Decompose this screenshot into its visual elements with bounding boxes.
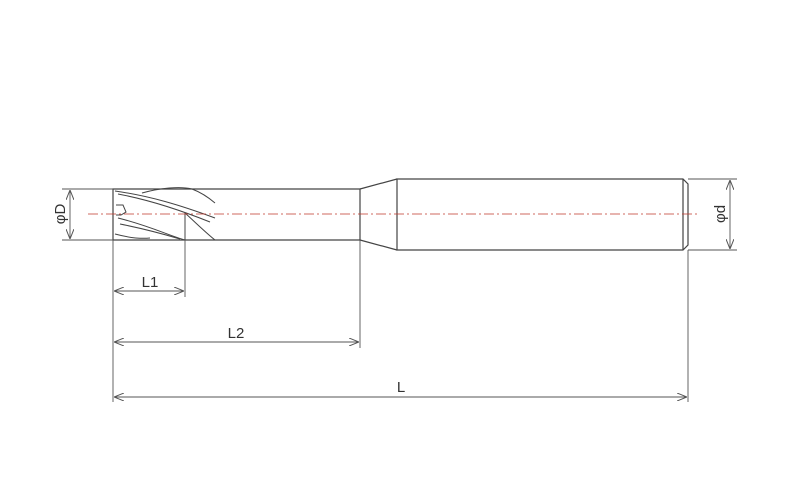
phi-D-label: φD <box>52 204 69 225</box>
L1-label: L1 <box>142 274 159 291</box>
phi-d-label: φd <box>712 205 729 223</box>
taper-outline <box>359 178 398 251</box>
shank-outline <box>396 178 689 251</box>
dimensions <box>62 178 737 402</box>
neck-outline <box>112 188 361 241</box>
tool-outline <box>112 178 689 251</box>
L-label: L <box>397 379 405 396</box>
L2-label: L2 <box>228 325 245 342</box>
